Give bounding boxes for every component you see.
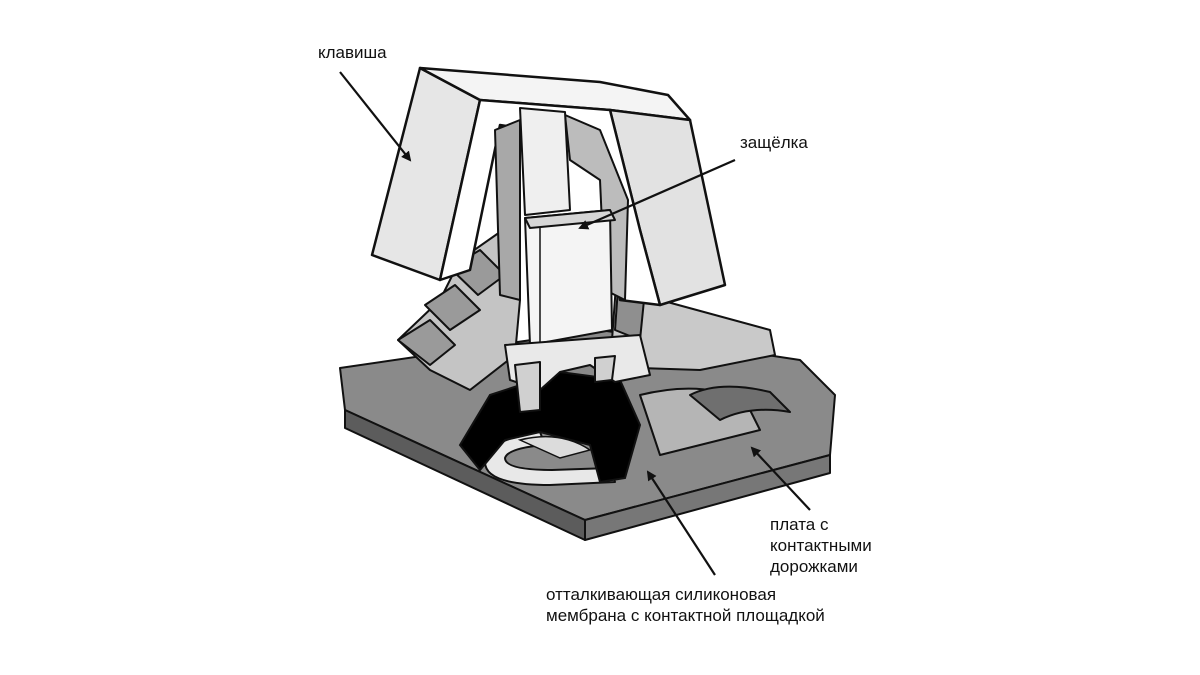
label-board-line-1: плата с [770,515,829,534]
contact-trace-right [689,385,791,421]
stem-right-guide [564,114,629,301]
stem-upper [519,107,571,216]
stem-leg-right [594,355,616,383]
stem-left-guide [494,119,521,301]
leader-arrows [339,71,811,576]
latch-top [524,209,616,229]
arrow-key [339,71,412,162]
label-membrane-line-1: отталкивающая силиконовая [546,585,777,604]
label-key: клавиша [318,43,387,62]
arrow-latch [578,158,736,230]
label-board: плата с контактными дорожками [770,514,872,577]
stem-assembly [494,107,651,413]
label-latch: защёлка [740,133,808,152]
stem-body [524,209,613,346]
label-membrane: отталкивающая силиконовая мембрана с кон… [546,584,825,626]
housing-step-2 [424,284,481,331]
board-right-face [584,454,831,541]
arrow-membrane [646,470,716,576]
stem-leg-left [514,361,541,413]
membrane-contact-pad [517,435,592,459]
label-membrane-line-2: мембрана с контактной площадкой [546,606,825,625]
arrow-board [750,446,811,511]
housing-step-1 [397,319,456,366]
label-board-line-2: контактными [770,536,872,555]
label-board-line-3: дорожками [770,557,858,576]
